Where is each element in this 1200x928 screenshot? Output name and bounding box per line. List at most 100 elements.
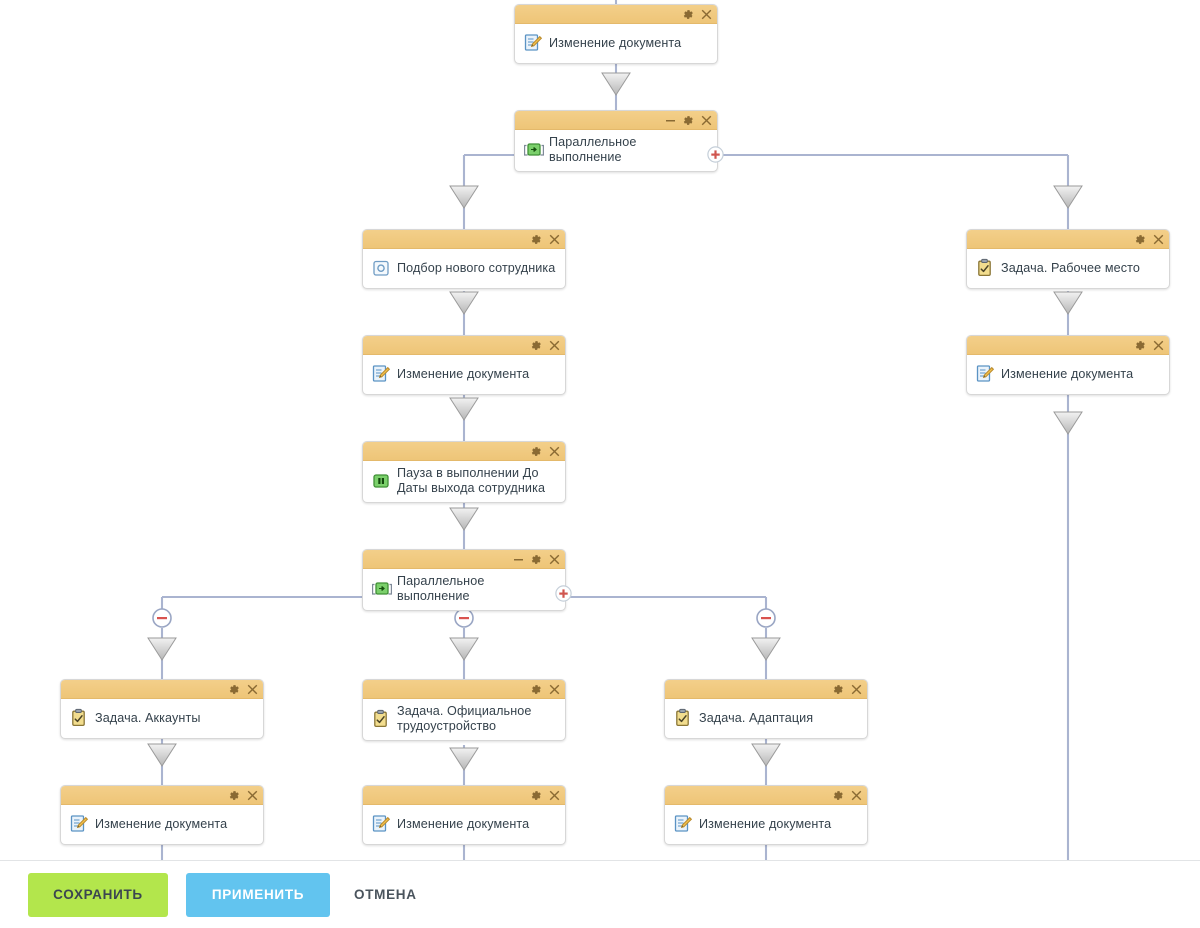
node-header[interactable] xyxy=(363,550,565,569)
node-body: Параллельное выполнение xyxy=(515,130,717,171)
node-n5[interactable]: Пауза в выполнении До Даты выхода сотруд… xyxy=(362,441,566,503)
gear-icon[interactable] xyxy=(229,684,240,695)
node-label: Изменение документа xyxy=(699,816,832,831)
node-body: Изменение документа xyxy=(515,24,717,63)
close-icon[interactable] xyxy=(549,790,560,801)
gear-icon[interactable] xyxy=(833,684,844,695)
gear-icon[interactable] xyxy=(229,790,240,801)
node-n8[interactable]: Задача. Официальное трудоустройство xyxy=(362,679,566,741)
edit-document-icon xyxy=(371,814,391,834)
node-body: Параллельное выполнение xyxy=(363,569,565,610)
gear-icon[interactable] xyxy=(683,9,694,20)
node-label: Задача. Официальное трудоустройство xyxy=(397,704,532,733)
gear-icon[interactable] xyxy=(531,684,542,695)
node-label: Изменение документа xyxy=(397,366,530,381)
close-icon[interactable] xyxy=(1153,234,1164,245)
collapse-handles xyxy=(152,608,776,628)
edit-document-icon xyxy=(371,364,391,384)
node-body: Изменение документа xyxy=(61,805,263,844)
parallel-execution-icon xyxy=(523,140,544,160)
node-body: Пауза в выполнении До Даты выхода сотруд… xyxy=(363,461,565,502)
node-body: Изменение документа xyxy=(665,805,867,844)
minimize-icon[interactable] xyxy=(665,115,676,126)
gear-icon[interactable] xyxy=(531,446,542,457)
close-icon[interactable] xyxy=(701,115,712,126)
node-header[interactable] xyxy=(665,680,867,699)
node-label: Пауза в выполнении До Даты выхода сотруд… xyxy=(397,466,546,495)
node-n2[interactable]: Параллельное выполнение xyxy=(514,110,724,172)
node-header[interactable] xyxy=(665,786,867,805)
close-icon[interactable] xyxy=(549,554,560,565)
node-label: Изменение документа xyxy=(95,816,228,831)
cancel-button[interactable]: ОТМЕНА xyxy=(348,873,423,917)
node-n4[interactable]: Изменение документа xyxy=(362,335,566,395)
node-n11[interactable]: Изменение документа xyxy=(362,785,566,845)
node-header[interactable] xyxy=(363,786,565,805)
node-header[interactable] xyxy=(363,336,565,355)
close-icon[interactable] xyxy=(549,684,560,695)
node-body: Задача. Рабочее место xyxy=(967,249,1169,288)
node-n7[interactable]: Задача. Аккаунты xyxy=(60,679,264,739)
node-label: Изменение документа xyxy=(397,816,530,831)
apply-button[interactable]: ПРИМЕНИТЬ xyxy=(186,872,330,917)
node-n12[interactable]: Изменение документа xyxy=(664,785,868,845)
gear-icon[interactable] xyxy=(531,340,542,351)
gear-icon[interactable] xyxy=(531,790,542,801)
node-body: Изменение документа xyxy=(967,355,1169,394)
footer-toolbar: СОХРАНИТЬ ПРИМЕНИТЬ ОТМЕНА xyxy=(0,860,1200,928)
pause-icon xyxy=(371,471,391,491)
node-n10[interactable]: Изменение документа xyxy=(60,785,264,845)
close-icon[interactable] xyxy=(549,340,560,351)
node-body: Задача. Аккаунты xyxy=(61,699,263,738)
node-header[interactable] xyxy=(363,442,565,461)
close-icon[interactable] xyxy=(549,446,560,457)
node-header[interactable] xyxy=(967,336,1169,355)
close-icon[interactable] xyxy=(851,684,862,695)
close-icon[interactable] xyxy=(549,234,560,245)
edit-document-icon xyxy=(673,814,693,834)
node-n13[interactable]: Задача. Рабочее место xyxy=(966,229,1170,289)
node-body: Изменение документа xyxy=(363,355,565,394)
gear-icon[interactable] xyxy=(683,115,694,126)
close-icon[interactable] xyxy=(247,684,258,695)
gear-icon[interactable] xyxy=(1135,234,1146,245)
add-branch-button[interactable] xyxy=(555,585,572,602)
node-header[interactable] xyxy=(515,111,717,130)
node-header[interactable] xyxy=(61,786,263,805)
close-icon[interactable] xyxy=(247,790,258,801)
edit-document-icon xyxy=(523,33,543,53)
node-body: Задача. Официальное трудоустройство xyxy=(363,699,565,740)
node-n1[interactable]: Изменение документа xyxy=(514,4,718,64)
node-header[interactable] xyxy=(967,230,1169,249)
node-label: Изменение документа xyxy=(1001,366,1134,381)
node-header[interactable] xyxy=(515,5,717,24)
task-clipboard-icon xyxy=(975,258,995,278)
node-header[interactable] xyxy=(363,680,565,699)
node-body: Подбор нового сотрудника xyxy=(363,249,565,288)
task-clipboard-icon xyxy=(673,708,693,728)
close-icon[interactable] xyxy=(851,790,862,801)
node-header[interactable] xyxy=(363,230,565,249)
edit-document-icon xyxy=(69,814,89,834)
save-button[interactable]: СОХРАНИТЬ xyxy=(28,872,168,917)
gear-icon[interactable] xyxy=(531,234,542,245)
node-n3[interactable]: Подбор нового сотрудника xyxy=(362,229,566,289)
node-header[interactable] xyxy=(61,680,263,699)
minimize-icon[interactable] xyxy=(513,554,524,565)
node-n14[interactable]: Изменение документа xyxy=(966,335,1170,395)
task-clipboard-icon xyxy=(69,708,89,728)
add-branch-button[interactable] xyxy=(707,146,724,163)
node-n9[interactable]: Задача. Адаптация xyxy=(664,679,868,739)
gear-icon[interactable] xyxy=(833,790,844,801)
select-employee-icon xyxy=(371,258,391,278)
node-label: Задача. Адаптация xyxy=(699,710,814,725)
edit-document-icon xyxy=(975,364,995,384)
close-icon[interactable] xyxy=(701,9,712,20)
close-icon[interactable] xyxy=(1153,340,1164,351)
gear-icon[interactable] xyxy=(1135,340,1146,351)
node-label: Задача. Рабочее место xyxy=(1001,260,1140,275)
node-body: Изменение документа xyxy=(363,805,565,844)
node-n6[interactable]: Параллельное выполнение xyxy=(362,549,572,611)
gear-icon[interactable] xyxy=(531,554,542,565)
